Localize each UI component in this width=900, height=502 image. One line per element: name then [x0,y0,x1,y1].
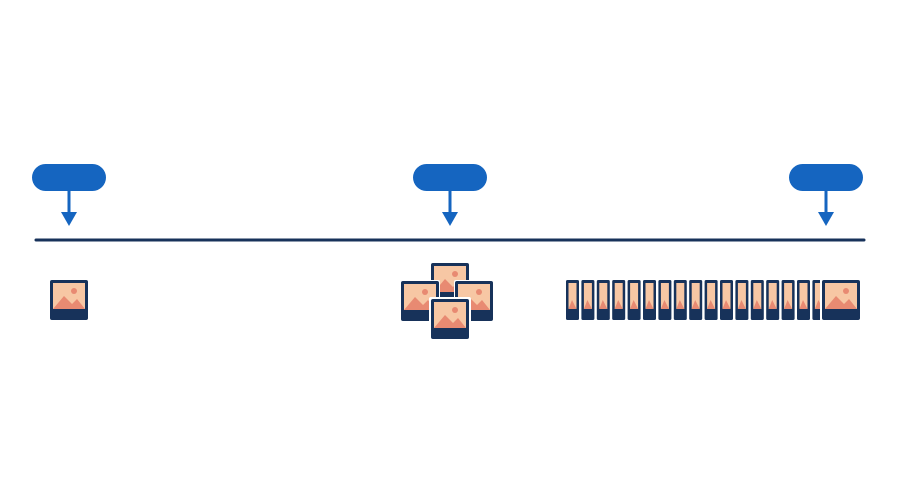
photo-icon [627,280,641,320]
pin-arrow-icon [789,164,863,191]
photo-icon [566,280,579,320]
photo-icon [766,280,780,320]
photo-icon [689,280,703,320]
photo-icon [643,280,656,320]
photo-icon [704,280,718,320]
photo-icon [581,280,595,320]
photo-icon [781,280,795,320]
pin-arrow-icon [32,164,106,191]
photo-icon [750,280,764,320]
marker-middle [413,164,487,226]
photo-icon [797,280,810,320]
photo-icon [612,280,626,320]
photo-icon [429,297,471,341]
photo-icon [50,280,88,320]
photo-group-strip [566,279,861,321]
photo-icon [720,280,733,320]
marker-start [32,164,106,226]
photo-icon [735,280,749,320]
photo-group-single [50,280,88,320]
photo-icon [658,280,672,320]
photo-group-cluster [400,262,494,341]
marker-end [789,164,863,226]
photo-icon [673,280,687,320]
photo-icon [820,279,861,321]
pin-arrow-icon [413,164,487,191]
photo-icon [596,280,610,320]
